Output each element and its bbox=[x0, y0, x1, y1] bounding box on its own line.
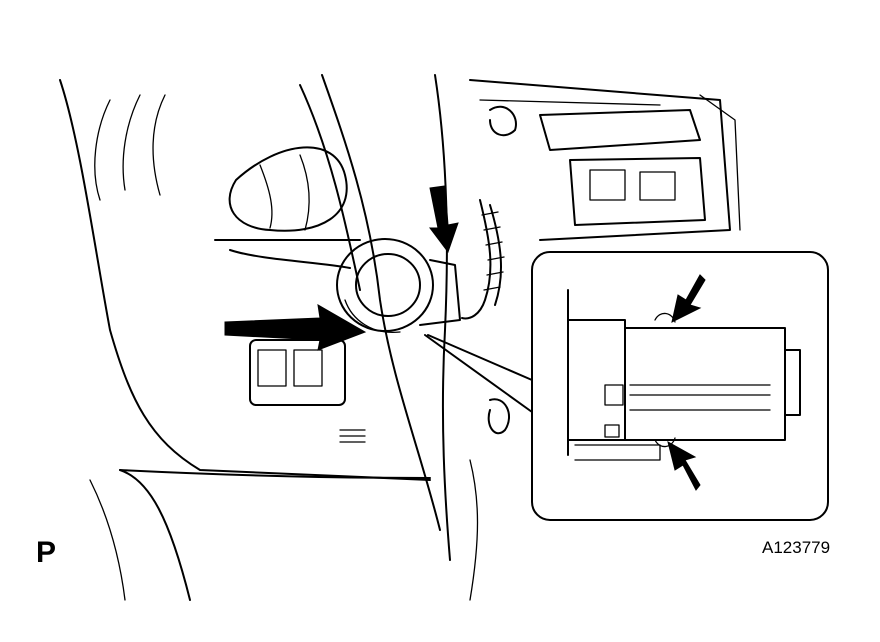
claw-arrow-upper-icon bbox=[671, 274, 706, 323]
detail-inset bbox=[531, 251, 829, 521]
detail-callout-leader bbox=[424, 334, 533, 413]
release-arrow-icon bbox=[429, 185, 459, 254]
body-structure bbox=[434, 74, 741, 601]
push-arrow-icon bbox=[224, 304, 367, 351]
claw-arrow-lower-icon bbox=[667, 441, 701, 491]
dashboard-outline bbox=[59, 74, 441, 601]
view-label: P bbox=[36, 536, 57, 569]
figure-code: A123779 bbox=[762, 538, 831, 557]
switch-panel bbox=[249, 339, 366, 443]
switch-knob bbox=[336, 238, 461, 334]
